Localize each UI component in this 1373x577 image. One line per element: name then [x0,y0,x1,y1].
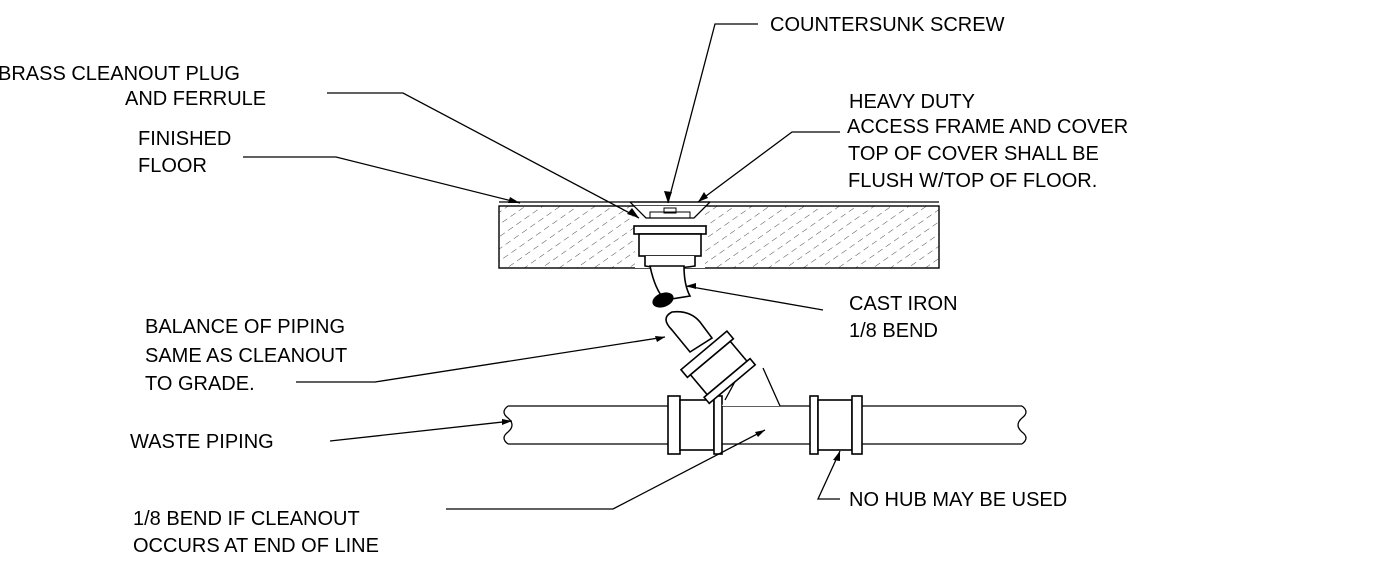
label-balance-line1: BALANCE OF PIPING [145,316,345,338]
label-brass-plug-line1: BRASS CLEANOUT PLUG [0,63,240,85]
label-balance-line3: TO GRADE. [145,373,255,395]
label-cast-iron-line1: CAST IRON [849,293,958,315]
label-heavy-duty-line3: TOP OF COVER SHALL BE [848,143,1099,165]
label-brass-plug-line2: AND FERRULE [125,88,266,110]
label-bend-end-line2: OCCURS AT END OF LINE [133,535,379,557]
access-frame-and-cover [629,201,711,219]
floor-slab [498,201,940,269]
label-heavy-duty-line1: HEAVY DUTY [849,91,975,113]
label-heavy-duty-line2: ACCESS FRAME AND COVER [847,116,1128,138]
label-countersunk-screw: COUNTERSUNK SCREW [770,14,1005,36]
brass-cleanout-plug [633,225,707,269]
label-bend-end-line1: 1/8 BEND IF CLEANOUT [133,508,360,530]
label-finished-floor-line1: FINISHED [138,128,231,150]
cast-iron-bend-upper [649,265,692,308]
label-heavy-duty-line4: FLUSH W/TOP OF FLOOR. [848,170,1097,192]
label-balance-line2: SAME AS CLEANOUT [145,345,347,367]
leader-lines [243,23,841,510]
labels: COUNTERSUNK SCREW BRASS CLEANOUT PLUG AN… [0,14,1128,557]
label-finished-floor-line2: FLOOR [138,155,207,177]
label-waste-piping: WASTE PIPING [130,431,274,453]
label-no-hub: NO HUB MAY BE USED [849,489,1067,511]
wye-branch [665,310,781,407]
label-cast-iron-line2: 1/8 BEND [849,320,938,342]
